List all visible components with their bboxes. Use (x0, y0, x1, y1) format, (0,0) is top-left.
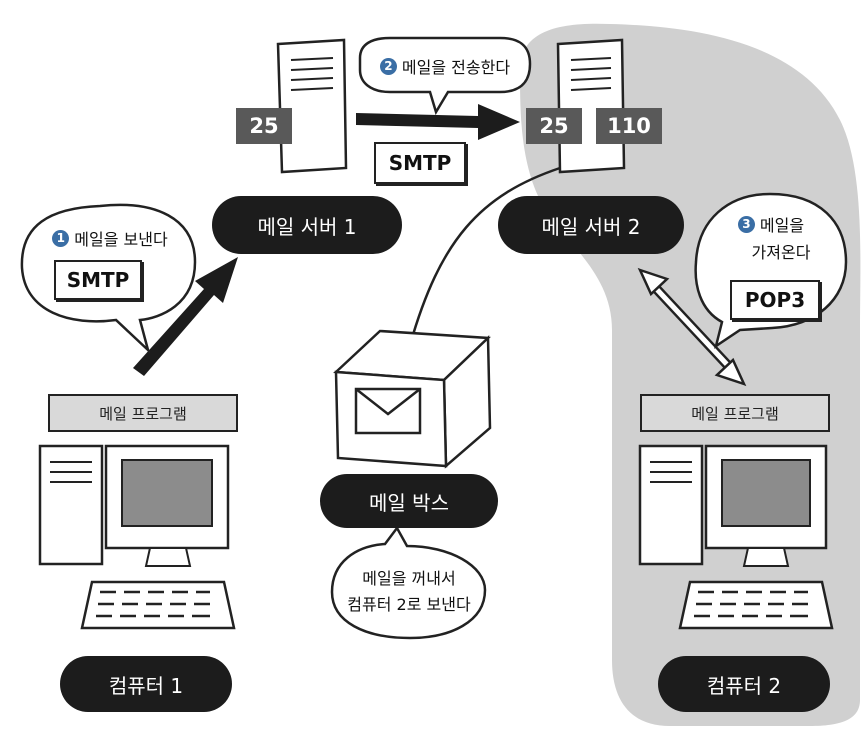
computer-2-mail-program: 메일 프로그램 (640, 394, 830, 432)
smtp-box-send: SMTP (54, 260, 142, 300)
server-1-port-25: 25 (236, 108, 292, 144)
server-2-port-25: 25 (526, 108, 582, 144)
server-2-label: 메일 서버 2 (498, 196, 684, 254)
pop3-box: POP3 (730, 280, 820, 320)
send-arrow (133, 257, 238, 376)
server-2-icon (556, 38, 626, 174)
mailbox-note-line-1: 메일을 꺼내서 (362, 569, 456, 588)
step-2-badge: 2 (379, 57, 397, 75)
computer-1-icon (38, 444, 236, 630)
step-1-badge: 1 (52, 229, 70, 247)
step-3-caption: 3 메일을 (716, 212, 826, 236)
server-1-label: 메일 서버 1 (212, 196, 402, 254)
mailbox-label: 메일 박스 (320, 474, 498, 528)
step-2-text: 메일을 전송한다 (401, 58, 511, 77)
mailbox-icon (333, 329, 492, 469)
transfer-arrow (356, 104, 520, 140)
step-3-badge: 3 (737, 215, 755, 233)
server-mailbox-link (408, 166, 561, 346)
server-1-icon (276, 38, 348, 174)
bubble-step-2 (358, 36, 532, 116)
step-1-caption: 1 메일을 보낸다 (40, 226, 180, 250)
smtp-box-transfer: SMTP (374, 142, 466, 184)
computer-2-icon (638, 444, 834, 630)
server-2-port-110: 110 (596, 108, 662, 144)
step-1-text: 메일을 보낸다 (74, 230, 168, 249)
computer-2-label: 컴퓨터 2 (658, 656, 830, 712)
step-3-text-line-1: 메일을 (759, 216, 805, 235)
bubble-mailbox-note (330, 525, 487, 640)
mailbox-note-line-2: 컴퓨터 2로 보낸다 (347, 595, 471, 614)
computer-1-mail-program: 메일 프로그램 (48, 394, 238, 432)
computer-1-label: 컴퓨터 1 (60, 656, 232, 712)
step-3-text-line-2: 가져온다 (751, 243, 811, 262)
retrieve-arrow (637, 267, 747, 387)
step-2-caption: 2 메일을 전송한다 (362, 54, 528, 78)
